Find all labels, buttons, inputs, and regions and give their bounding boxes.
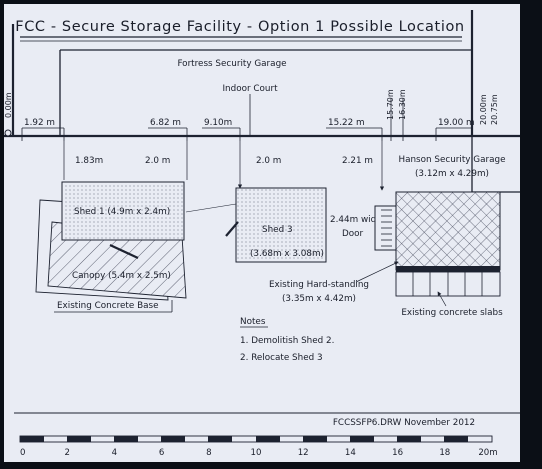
shed-1-label: Shed 1 (4.9m x 2.4m) xyxy=(74,207,170,217)
scale-tick-label: 6 xyxy=(159,448,164,458)
canopy-label: Canopy (5.4m x 2.5m) xyxy=(72,271,171,281)
notes-heading: Notes xyxy=(240,317,266,327)
gap-dim-4: 2.21 m xyxy=(342,156,373,166)
dim-vertical-4: 20.75m xyxy=(490,94,499,125)
shed-3 xyxy=(235,187,327,263)
scale-tick-label: 10 xyxy=(251,448,262,458)
note-item-2: 2. Relocate Shed 3 xyxy=(240,353,323,363)
dim-top-1: 1.92 m xyxy=(24,118,55,128)
note-item-1: 1. Demolitish Shed 2. xyxy=(240,336,334,346)
dim-top-2: 6.82 m xyxy=(150,118,181,128)
drawing-reference: FCCSSFP6.DRW November 2012 xyxy=(333,418,475,428)
hard-standing-size: (3.35m x 4.42m) xyxy=(282,294,356,304)
scale-tick-label: 18 xyxy=(439,448,450,458)
dim-left-vertical: 0.00m xyxy=(4,92,13,118)
door-label-b: Door xyxy=(342,229,364,239)
dim-top-5: 19.00 m xyxy=(438,118,475,128)
gap-dim-2: 2.0 m xyxy=(145,156,170,166)
scale-tick-label: 0 xyxy=(20,448,25,458)
existing-hard-standing xyxy=(395,191,501,271)
shed-3-size: (3.68m x 3.08m) xyxy=(250,249,324,259)
concrete-slabs-label: Existing concrete slabs xyxy=(401,308,503,318)
dim-top-4: 15.22 m xyxy=(328,118,365,128)
drawing-title: FCC - Secure Storage Facility - Option 1… xyxy=(15,19,464,35)
datum-point-icon xyxy=(4,129,12,137)
concrete-base-label: Existing Concrete Base xyxy=(57,301,159,311)
dim-top-3: 9.10m xyxy=(204,118,232,128)
scale-tick-label: 2 xyxy=(64,448,69,458)
hard-standing-edge xyxy=(396,266,500,272)
dim-vertical-3: 20.00m xyxy=(479,94,488,125)
fortress-garage-label: Fortress Security Garage xyxy=(177,59,286,69)
door-label-a: 2.44m wide xyxy=(330,215,382,225)
indoor-court-label: Indoor Court xyxy=(222,84,278,94)
shed-3-label: Shed 3 xyxy=(262,225,293,235)
hanson-garage-size: (3.12m x 4.29m) xyxy=(415,169,489,179)
scale-tick-label: 14 xyxy=(345,448,356,458)
scale-tick-label: 8 xyxy=(206,448,211,458)
scale-tick-labels: 0 2 4 6 8 10 12 14 16 18 20m xyxy=(20,448,498,458)
shed-1 xyxy=(61,181,185,241)
dim-vertical-1: 15.70m xyxy=(386,89,395,120)
hard-standing-label: Existing Hard-standing xyxy=(269,280,369,290)
hanson-garage-label: Hanson Security Garage xyxy=(398,155,505,165)
scale-tick-label: 16 xyxy=(392,448,403,458)
gap-dim-3: 2.0 m xyxy=(256,156,281,166)
scale-tick-label: 4 xyxy=(112,448,117,458)
dim-vertical-2: 16.30m xyxy=(398,89,407,120)
gap-dim-1: 1.83m xyxy=(75,156,103,166)
scale-bar xyxy=(19,435,493,443)
scale-tick-label: 12 xyxy=(298,448,309,458)
scale-tick-label: 20m xyxy=(478,448,497,458)
